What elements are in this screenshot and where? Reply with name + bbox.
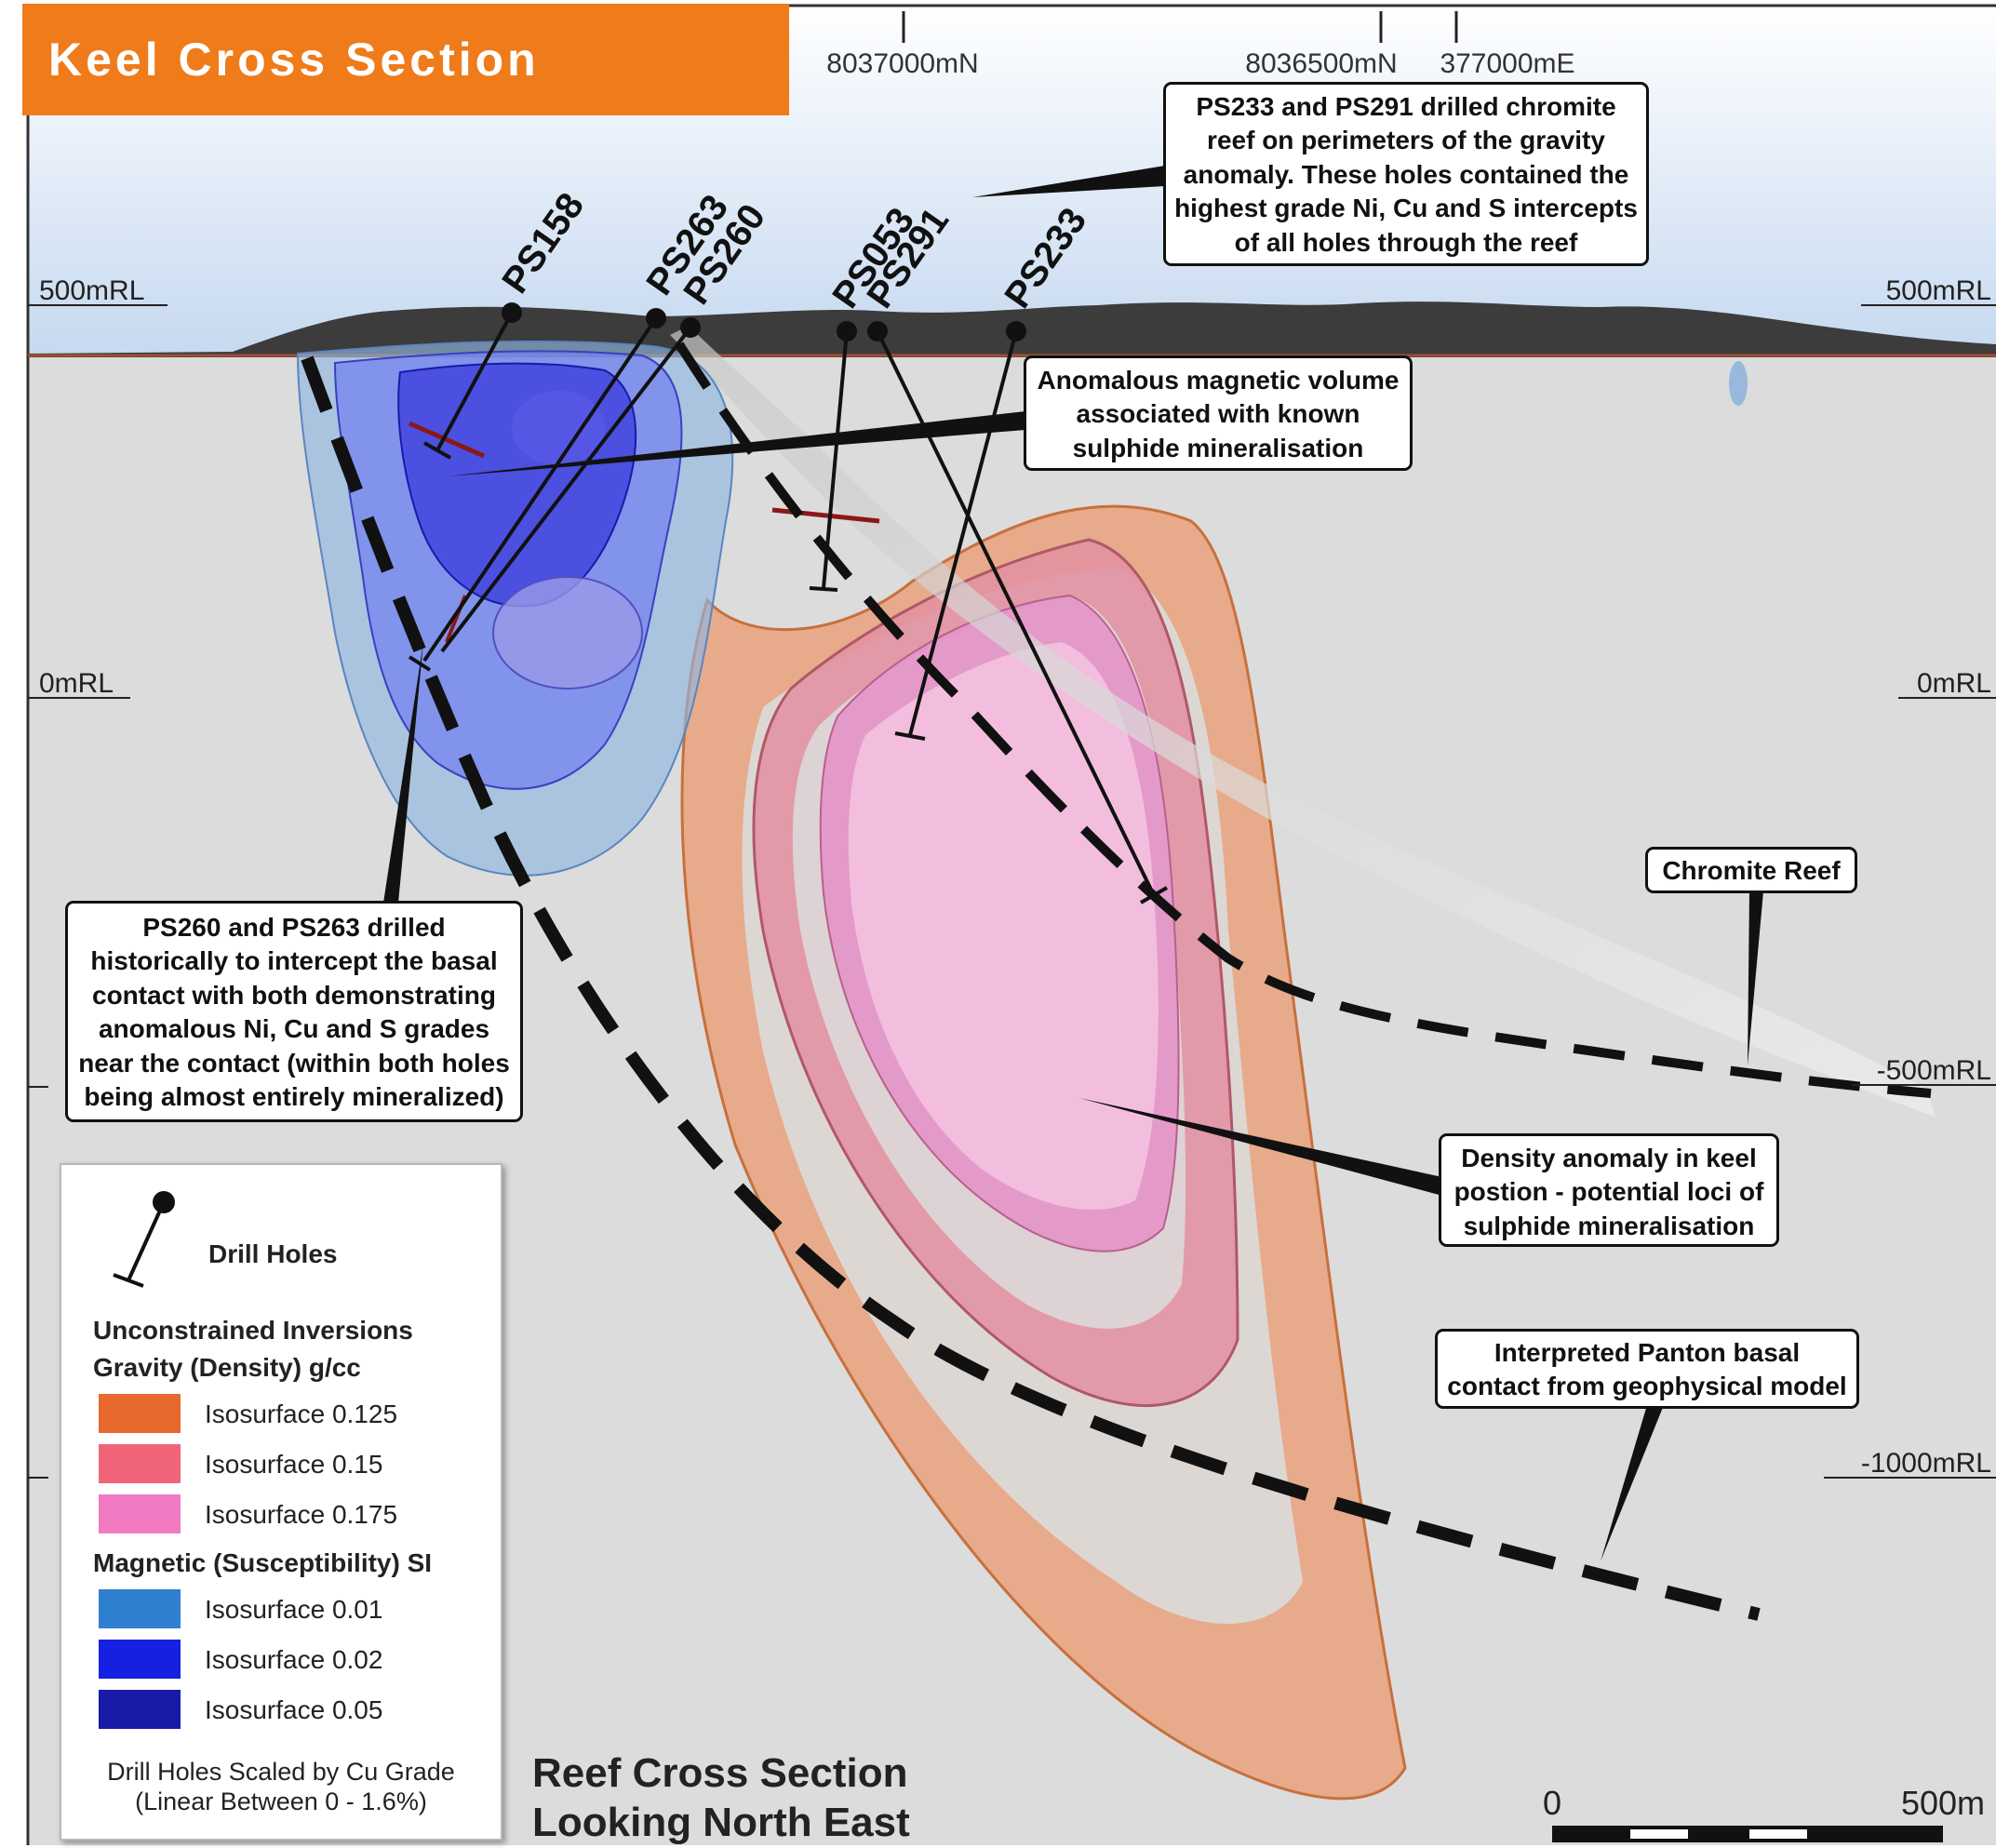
scale-bar (1552, 1826, 1943, 1842)
callout-density-anomaly: Density anomaly in keel postion - potent… (1439, 1133, 1779, 1247)
section-caption: Reef Cross Section Looking North East (532, 1749, 910, 1848)
collar-ps263 (646, 308, 666, 328)
legend-swatch-magnetic-001 (99, 1589, 181, 1628)
collar-ps053 (837, 321, 857, 341)
legend-panel: Drill Holes Unconstrained Inversions Gra… (60, 1163, 502, 1841)
callout-basal-contact: Interpreted Panton basal contact from ge… (1435, 1329, 1859, 1409)
collar-ps260 (680, 317, 701, 338)
legend-label-gravity-015: Isosurface 0.15 (205, 1450, 382, 1480)
legend-magnetic-header: Magnetic (Susceptibility) SI (93, 1548, 432, 1578)
legend-swatch-gravity-015 (99, 1444, 181, 1483)
collar-ps158 (502, 302, 522, 323)
northing-label-8037000: 8037000mN (826, 48, 978, 79)
figure-title: Keel Cross Section (22, 4, 789, 115)
collar-ps291 (867, 321, 888, 341)
scale-bar-end: 500m (1901, 1784, 1985, 1822)
legend-gravity-header: Gravity (Density) g/cc (93, 1353, 361, 1383)
rl-left-0: 0mRL (39, 668, 114, 699)
northing-label-8036500: 8036500mN (1245, 48, 1397, 79)
drill-hole-legend-icon (104, 1189, 197, 1292)
rl-right-0: 0mRL (1917, 668, 1991, 699)
callout-ps233-ps291: PS233 and PS291 drilled chromite reef on… (1163, 82, 1649, 266)
legend-drill-holes-label: Drill Holes (208, 1239, 337, 1269)
collar-ps233 (1006, 321, 1026, 341)
legend-swatch-magnetic-002 (99, 1640, 181, 1679)
callout-ps260-ps263: PS260 and PS263 drilled historically to … (65, 901, 523, 1122)
legend-footnote: Drill Holes Scaled by Cu Grade (Linear B… (61, 1757, 501, 1817)
small-magnetic-body (1729, 361, 1748, 406)
scale-bar-start: 0 (1543, 1784, 1561, 1822)
rl-right-minus1000: -1000mRL (1861, 1448, 1991, 1479)
legend-label-magnetic-002: Isosurface 0.02 (205, 1645, 382, 1675)
legend-label-gravity-0175: Isosurface 0.175 (205, 1500, 397, 1530)
legend-swatch-magnetic-005 (99, 1690, 181, 1729)
legend-label-gravity-0125: Isosurface 0.125 (205, 1399, 397, 1429)
magnetic-lobe-upper (512, 391, 605, 465)
legend-inversions-header: Unconstrained Inversions (93, 1316, 413, 1346)
legend-label-magnetic-005: Isosurface 0.05 (205, 1695, 382, 1725)
rl-left-500: 500mRL (39, 275, 144, 306)
callout-chromite-reef: Chromite Reef (1645, 847, 1857, 893)
magnetic-lobe-lower (493, 577, 642, 689)
legend-swatch-gravity-0125 (99, 1394, 181, 1433)
easting-label-377000: 377000mE (1440, 48, 1574, 79)
legend-swatch-gravity-0175 (99, 1494, 181, 1533)
rl-right-minus500: -500mRL (1877, 1055, 1991, 1086)
rl-right-500: 500mRL (1886, 275, 1991, 306)
callout-magnetic-volume: Anomalous magnetic volume associated wit… (1024, 355, 1413, 471)
legend-label-magnetic-001: Isosurface 0.01 (205, 1595, 382, 1625)
